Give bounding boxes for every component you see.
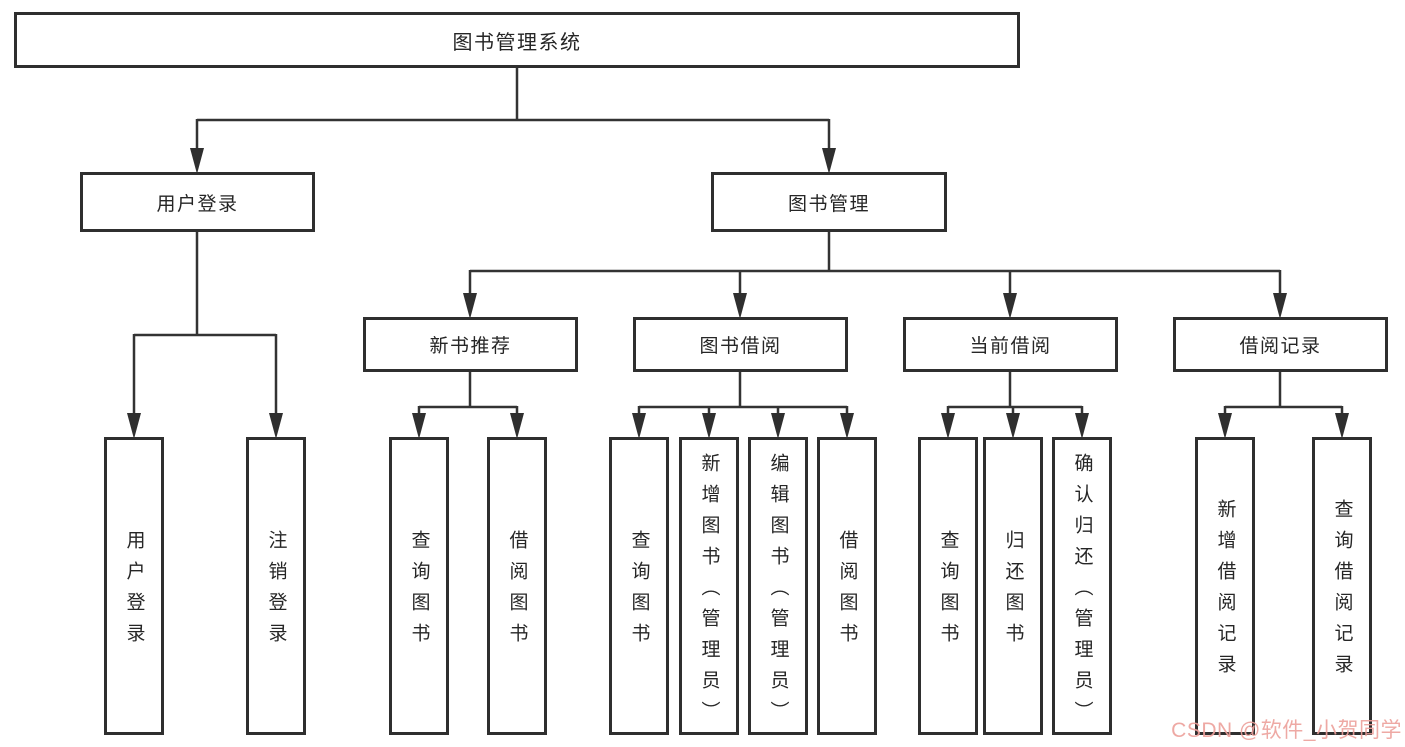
leaf-borrow-query-label: 查询图书 <box>628 530 650 654</box>
leaf-newbooks-query: 查询图书 <box>389 437 449 735</box>
leaf-logout-label: 注销登录 <box>265 530 287 654</box>
leaf-borrow-add-admin-label: 新增图书（管理员） <box>698 452 720 732</box>
node-user-login-label: 用户登录 <box>156 193 239 215</box>
leaf-user-login-label: 用户登录 <box>123 530 145 654</box>
leaf-records-query: 查询借阅记录 <box>1312 437 1372 735</box>
leaf-borrow-edit-admin: 编辑图书（管理员） <box>748 437 808 735</box>
leaf-borrow-edit-admin-label: 编辑图书（管理员） <box>767 452 789 732</box>
node-user-login: 用户登录 <box>80 172 315 232</box>
leaf-newbooks-borrow-label: 借阅图书 <box>506 530 528 654</box>
node-root: 图书管理系统 <box>14 12 1020 68</box>
leaf-records-query-label: 查询借阅记录 <box>1331 499 1353 685</box>
leaf-records-add: 新增借阅记录 <box>1195 437 1255 735</box>
leaf-current-confirm-admin: 确认归还（管理员） <box>1052 437 1112 735</box>
leaf-newbooks-query-label: 查询图书 <box>408 530 430 654</box>
leaf-records-add-label: 新增借阅记录 <box>1214 499 1236 685</box>
node-borrow-records: 借阅记录 <box>1173 317 1388 372</box>
node-book-borrow: 图书借阅 <box>633 317 848 372</box>
leaf-borrow-borrow-label: 借阅图书 <box>836 530 858 654</box>
leaf-current-query-label: 查询图书 <box>937 530 959 654</box>
leaf-logout: 注销登录 <box>246 437 306 735</box>
leaf-borrow-add-admin: 新增图书（管理员） <box>679 437 739 735</box>
node-book-management-label: 图书管理 <box>787 193 870 215</box>
node-book-borrow-label: 图书借阅 <box>699 336 782 357</box>
node-borrow-records-label: 借阅记录 <box>1239 336 1322 357</box>
leaf-current-confirm-admin-label: 确认归还（管理员） <box>1071 452 1093 732</box>
leaf-user-login: 用户登录 <box>104 437 164 735</box>
leaf-newbooks-borrow: 借阅图书 <box>487 437 547 735</box>
node-new-book-recommend: 新书推荐 <box>363 317 578 372</box>
leaf-current-query: 查询图书 <box>918 437 978 735</box>
node-root-label: 图书管理系统 <box>452 31 582 54</box>
leaf-borrow-borrow: 借阅图书 <box>817 437 877 735</box>
watermark-text: CSDN @软件_小贺同学 <box>1171 719 1402 742</box>
leaf-current-return-label: 归还图书 <box>1002 530 1024 654</box>
node-new-book-recommend-label: 新书推荐 <box>429 336 512 357</box>
leaf-borrow-query: 查询图书 <box>609 437 669 735</box>
leaf-current-return: 归还图书 <box>983 437 1043 735</box>
node-book-management: 图书管理 <box>711 172 947 232</box>
node-current-borrow-label: 当前借阅 <box>969 336 1052 357</box>
node-current-borrow: 当前借阅 <box>903 317 1118 372</box>
